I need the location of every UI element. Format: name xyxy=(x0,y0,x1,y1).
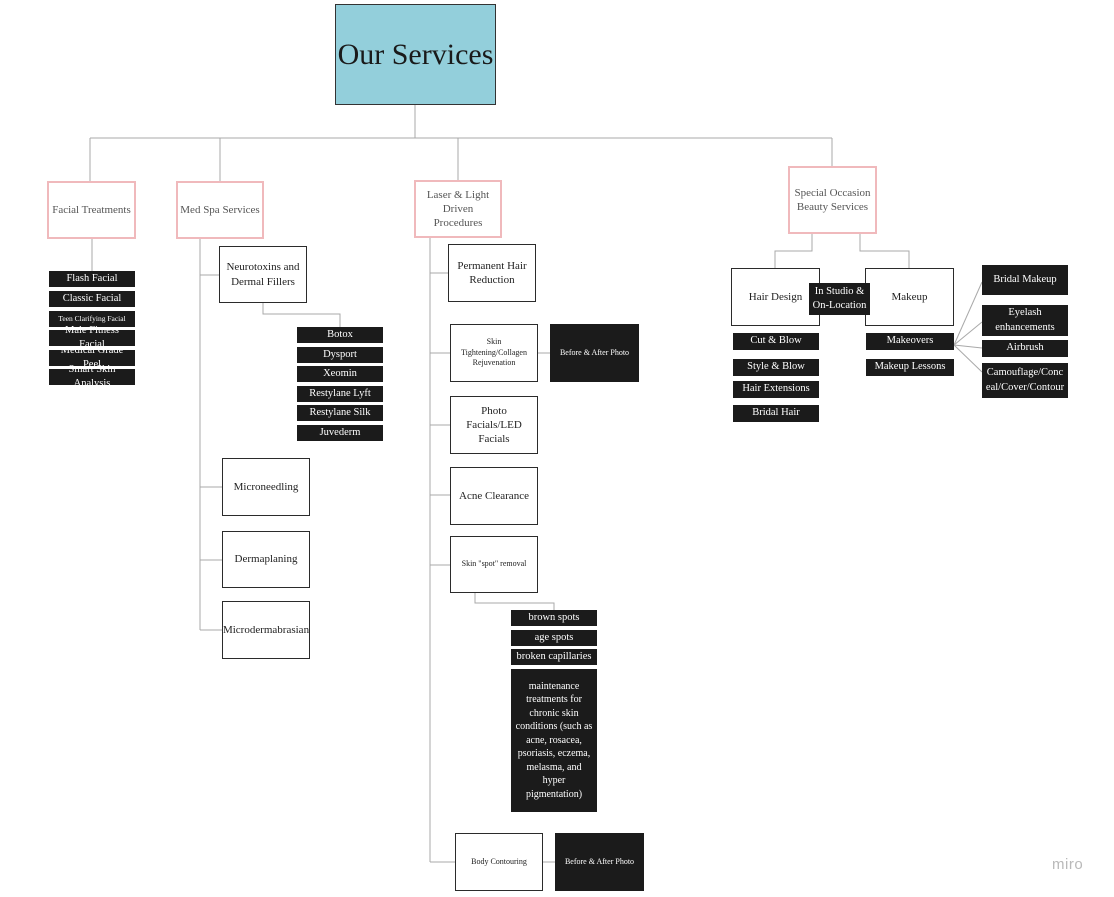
neuro-item: Dysport xyxy=(297,347,383,363)
neuro-item: Juvederm xyxy=(297,425,383,441)
makeup-item: Makeup Lessons xyxy=(866,359,954,376)
facial-item: Teen Clarifying Facial xyxy=(49,311,135,327)
node-microdermabrasian: Microdermabrasian xyxy=(222,601,310,659)
makeup-item: Makeovers xyxy=(866,333,954,350)
node-body-contouring: Body Contouring xyxy=(455,833,543,891)
neuro-item: Botox xyxy=(297,327,383,343)
node-spot-removal: Skin "spot" removal xyxy=(450,536,538,593)
hair-item: Style & Blow xyxy=(733,359,819,376)
makeover-item: Bridal Makeup xyxy=(982,265,1068,295)
category-laser-light: Laser & Light Driven Procedures xyxy=(414,180,502,238)
node-makeup: Makeup xyxy=(865,268,954,326)
category-med-spa-services: Med Spa Services xyxy=(176,181,264,239)
facial-item: Classic Facial xyxy=(49,291,135,307)
makeover-item: Airbrush xyxy=(982,340,1068,357)
neuro-item: Restylane Silk xyxy=(297,405,383,421)
spot-item: brown spots xyxy=(511,610,597,626)
hair-item: Bridal Hair xyxy=(733,405,819,422)
location-tag: In Studio & On-Location xyxy=(809,283,870,315)
node-hair-design: Hair Design xyxy=(731,268,820,326)
maintenance-treatments: maintenance treatments for chronic skin … xyxy=(511,669,597,812)
category-facial-treatments: Facial Treatments xyxy=(47,181,136,239)
facial-item: Smart Skin Analysis xyxy=(49,364,135,389)
node-microneedling: Microneedling xyxy=(222,458,310,516)
makeover-item: Camouflage/Conceal/Cover/Contour xyxy=(982,363,1068,398)
facial-item: Flash Facial xyxy=(49,271,135,287)
facial-item: Male Fitness Facial xyxy=(49,325,135,350)
page-title: Our Services xyxy=(335,4,496,105)
miro-watermark: miro xyxy=(1052,856,1084,873)
facial-item: Medical Grade Peel xyxy=(49,345,135,370)
node-dermaplaning: Dermaplaning xyxy=(222,531,310,588)
makeover-item: Eyelash enhancements xyxy=(982,305,1068,336)
neuro-item: Xeomin xyxy=(297,366,383,382)
node-photo-facials: Photo Facials/LED Facials xyxy=(450,396,538,454)
hair-item: Hair Extensions xyxy=(733,381,819,398)
hair-item: Cut & Blow xyxy=(733,333,819,350)
node-skin-tightening: Skin Tightening/Collagen Rejuvenation xyxy=(450,324,538,382)
spot-item: age spots xyxy=(511,630,597,646)
before-after-photo-2: Before & After Photo xyxy=(555,833,644,891)
node-neurotoxins: Neurotoxins and Dermal Fillers xyxy=(219,246,307,303)
spot-item: broken capillaries xyxy=(511,649,597,665)
neuro-item: Restylane Lyft xyxy=(297,386,383,402)
category-special-occasion: Special Occasion Beauty Services xyxy=(788,166,877,234)
node-hair-reduction: Permanent Hair Reduction xyxy=(448,244,536,302)
before-after-photo-1: Before & After Photo xyxy=(550,324,639,382)
node-acne-clearance: Acne Clearance xyxy=(450,467,538,525)
